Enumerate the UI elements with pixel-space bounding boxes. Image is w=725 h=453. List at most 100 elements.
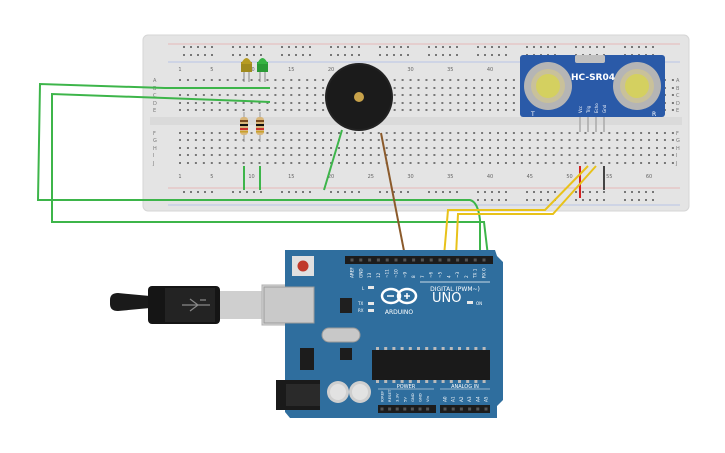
sensor-pin-label: Gnd — [602, 104, 607, 113]
row-letter: J — [152, 161, 154, 167]
analog-header — [440, 405, 490, 413]
digital-pin-label: ~11 — [385, 269, 390, 278]
power-pin-label: 3.3V — [395, 393, 400, 402]
row-letter: D — [153, 101, 157, 107]
sensor-left-transducer — [524, 62, 572, 110]
analog-pin-label: A3 — [467, 396, 472, 402]
sensor-pin-label: Trig — [586, 105, 591, 114]
digital-pin-label: RX 0 — [482, 268, 487, 278]
digital-pin-label: 12 — [376, 272, 381, 278]
digital-pin-label: TX 1 — [473, 268, 478, 279]
analog-pin-label: A2 — [459, 396, 464, 402]
digital-pin-label: ~3 — [455, 271, 460, 278]
power-pin-label: RESET — [387, 389, 392, 402]
digital-pin-label: 8 — [411, 275, 416, 278]
row-letter: F — [676, 131, 679, 137]
column-number: 60 — [646, 174, 652, 180]
jumper-buzzer-gnd — [323, 129, 343, 191]
atmega-chip — [372, 350, 490, 380]
wire-yellow-echo — [455, 165, 597, 257]
row-letter: H — [676, 146, 680, 152]
tx-led-label: TX — [357, 301, 363, 306]
row-letter: A — [676, 78, 680, 84]
digital-pin-label: 13 — [367, 272, 372, 278]
sensor-right-transducer — [613, 62, 661, 110]
column-number: 20 — [328, 174, 334, 180]
digital-pin-label: GND — [358, 268, 363, 278]
column-number: 10 — [248, 174, 254, 180]
power-header — [378, 405, 436, 413]
column-number: 25 — [368, 174, 374, 180]
digital-pin-label: 7 — [420, 275, 425, 278]
column-number: 30 — [407, 174, 413, 180]
analog-pin-label: A5 — [484, 396, 489, 402]
digital-pin-label: AREF — [350, 267, 355, 278]
analog-pin-label: A0 — [443, 396, 448, 402]
row-letter: C — [676, 93, 680, 99]
row-letter: F — [153, 131, 156, 137]
column-number: 15 — [288, 174, 294, 180]
green-led — [257, 58, 268, 82]
power-pin-label: IOREF — [380, 391, 385, 402]
row-letter: A — [153, 78, 157, 84]
brand-label: ARDUINO — [385, 309, 414, 316]
row-letter: E — [153, 108, 156, 114]
yellow-led — [241, 58, 252, 82]
sensor-pin-label: Vcc — [578, 106, 583, 113]
column-number: 40 — [487, 174, 493, 180]
digital-pin-label: 4 — [446, 275, 451, 278]
digital-pin-label: 2 — [464, 275, 469, 278]
wire-green-led1 — [36, 82, 481, 256]
column-number: 35 — [447, 67, 453, 73]
power-pin-label: GND — [410, 393, 415, 402]
row-letter: I — [153, 153, 154, 159]
rx-led-label: RX — [358, 308, 364, 313]
column-number: 45 — [527, 174, 533, 180]
wire-yellow-trig — [443, 165, 589, 257]
power-label: POWER — [397, 384, 416, 390]
power-pin-label: Vin — [425, 395, 430, 402]
row-letter: D — [676, 101, 680, 107]
row-letter: B — [676, 86, 680, 92]
column-number: 35 — [447, 174, 453, 180]
column-number: 20 — [328, 67, 334, 73]
piezo-buzzer — [325, 63, 393, 131]
resistor-1 — [240, 112, 248, 142]
digital-label: DIGITAL (PWM~) — [430, 286, 480, 293]
sensor-side-right: R — [652, 111, 656, 118]
row-letter: G — [676, 138, 680, 144]
row-letter: J — [675, 161, 677, 167]
reset-button[interactable] — [297, 260, 309, 272]
power-pin-label: GND — [418, 393, 423, 402]
column-number: 1 — [178, 67, 181, 73]
model-label: UNO — [432, 291, 461, 306]
arduino-logo — [380, 287, 418, 305]
power-pin-label: 5V — [402, 397, 407, 402]
row-letter: I — [676, 153, 677, 159]
digital-pin-label: ~5 — [438, 271, 443, 278]
column-number: 50 — [566, 174, 572, 180]
wire-buzzer — [380, 132, 406, 257]
digital-pin-label: ~10 — [394, 269, 399, 278]
row-letter: B — [153, 86, 157, 92]
column-number: 30 — [407, 67, 413, 73]
column-number: 5 — [210, 174, 213, 180]
usb-icon — [182, 298, 210, 312]
digital-pin-label: ~9 — [402, 271, 407, 278]
analog-pin-label: A4 — [475, 396, 480, 402]
wire-green-led2 — [51, 92, 489, 257]
analog-label: ANALOG IN — [451, 384, 479, 390]
row-letter: H — [153, 146, 157, 152]
sensor-pin-label: Echo — [594, 103, 599, 113]
sensor-side-left: T — [530, 111, 535, 118]
row-letter: E — [676, 108, 679, 114]
resistor-2 — [256, 112, 264, 142]
